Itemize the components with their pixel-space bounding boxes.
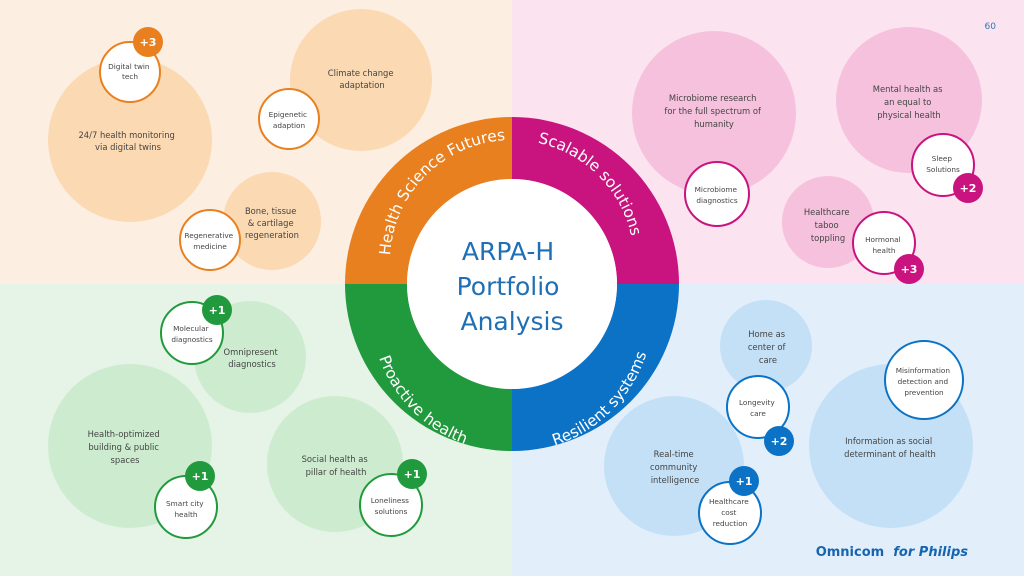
bubble-omnipresent-label: Omnipresent diagnostics [224,347,281,369]
topic-microbiome-diagnostics [684,161,750,227]
bubble-digital-monitoring [48,58,212,222]
topic-misinformation [884,340,964,420]
badge-molecular-text: +1 [209,304,226,317]
topic-misinformation-label: Misinformation detection and prevention [896,366,953,397]
bubble-climate-label: Climate change adaptation [328,68,396,90]
ring-segment-scalable-solutions [512,117,679,284]
badge-sleep [953,173,983,203]
topic-digital-twin-label: Digital twin tech [108,62,152,81]
badge-loneliness-text: +1 [404,468,421,481]
topic-epigenetic-label: Epigenetic adaption [269,110,310,130]
bubble-information-label: Information as social determinant of hea… [844,436,936,459]
badge-cost [729,466,759,496]
ring-segment-health-science-futures [345,117,512,284]
bubble-building-label: Health-optimized building & public space… [88,429,163,465]
ring-segment-proactive-health [345,284,512,451]
topic-regenerative-label: Regenerative medicine [185,231,236,251]
bubble-home-label: Home as center of care [748,329,788,365]
topic-longevity [726,375,790,439]
badge-hormonal [894,254,924,284]
bubble-taboo-label: Healthcare taboo toppling [804,207,852,243]
bubble-social-label: Social health as pillar of health [302,454,371,477]
topic-loneliness [359,473,423,537]
bubble-bone-label: Bone, tissue & cartilage regeneration [245,206,299,240]
brand-logo: Omnicom for Philips [816,541,969,560]
badge-molecular [202,295,232,325]
bubble-mental-health-label: Mental health as an equal to physical he… [873,84,945,120]
bubble-microbiome-research [632,31,796,195]
badge-loneliness [397,459,427,489]
badge-hormonal-text: +3 [901,263,918,276]
topic-regenerative [179,209,241,271]
bubble-microbiome-research-label: Microbiome research for the full spectru… [664,93,763,129]
badge-longevity-text: +2 [771,435,788,448]
badge-digital-twin-text: +3 [140,36,157,49]
topic-smart-city-label: Smart city health [166,499,206,519]
center-disc [407,179,617,389]
bubble-home [720,300,812,392]
topic-hormonal-label: Hormonal health [865,235,903,255]
topic-loneliness-label: Loneliness solutions [371,496,412,516]
bubble-bone [223,172,321,270]
bubble-climate [290,9,432,151]
topic-sleep-label: Sleep Solutions [926,154,960,174]
bubble-taboo [782,176,874,268]
topic-microbiome-diagnostics-label: Microbiome diagnostics [695,185,740,205]
bubble-community-label: Real-time community intelligence [650,449,700,485]
badge-digital-twin [133,27,163,57]
topic-molecular-label: Molecular diagnostics [171,324,213,344]
bubble-digital-monitoring-label: 24/7 health monitoring via digital twins [78,130,177,152]
badge-sleep-text: +2 [960,182,977,195]
ring-segment-resilient-systems [512,284,679,451]
center-title: ARPA-H Portfolio Analysis [457,237,568,336]
topic-digital-twin [99,41,161,103]
topic-epigenetic [258,88,320,150]
badge-smart-city [185,461,215,491]
badge-smart-city-text: +1 [192,470,209,483]
badge-longevity [764,426,794,456]
page-number: 60 [985,22,997,32]
badge-cost-text: +1 [736,475,753,488]
topic-longevity-label: Longevity care [739,398,777,418]
topic-cost-label: Healthcare cost reduction [709,497,751,528]
